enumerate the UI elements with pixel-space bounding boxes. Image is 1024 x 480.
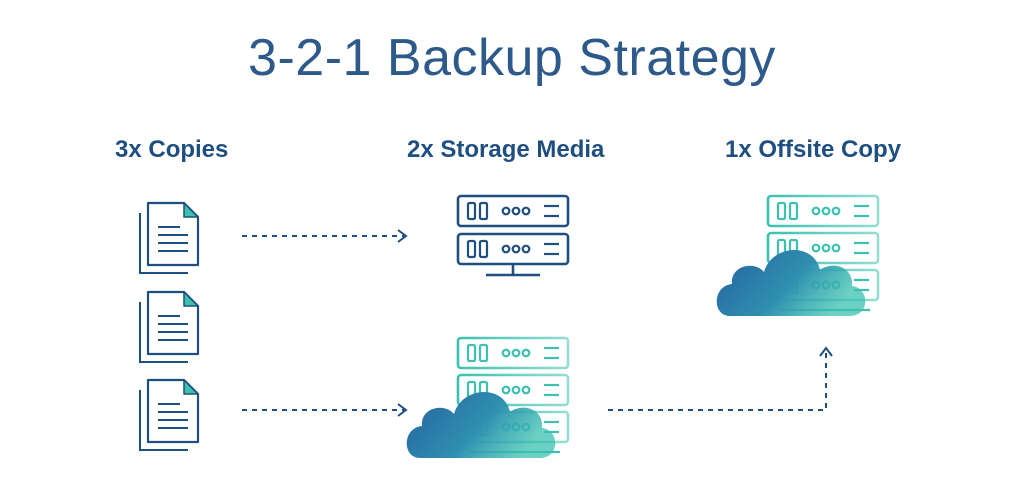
arrow-to-cloud-server	[242, 403, 408, 417]
local-server-icon	[456, 194, 570, 277]
document-icon-2	[138, 290, 200, 364]
offsite-cloud-server-icon	[716, 194, 880, 316]
cloud-server-icon	[406, 336, 570, 458]
arrow-to-local-server	[242, 229, 408, 243]
page-title: 3-2-1 Backup Strategy	[248, 29, 776, 87]
heading-storage-media: 2x Storage Media	[407, 136, 605, 163]
arrow-to-offsite	[608, 346, 833, 411]
heading-offsite-copy: 1x Offsite Copy	[725, 136, 902, 163]
document-icon-1	[138, 201, 200, 275]
heading-copies: 3x Copies	[115, 136, 229, 163]
document-icon-3	[138, 378, 200, 452]
